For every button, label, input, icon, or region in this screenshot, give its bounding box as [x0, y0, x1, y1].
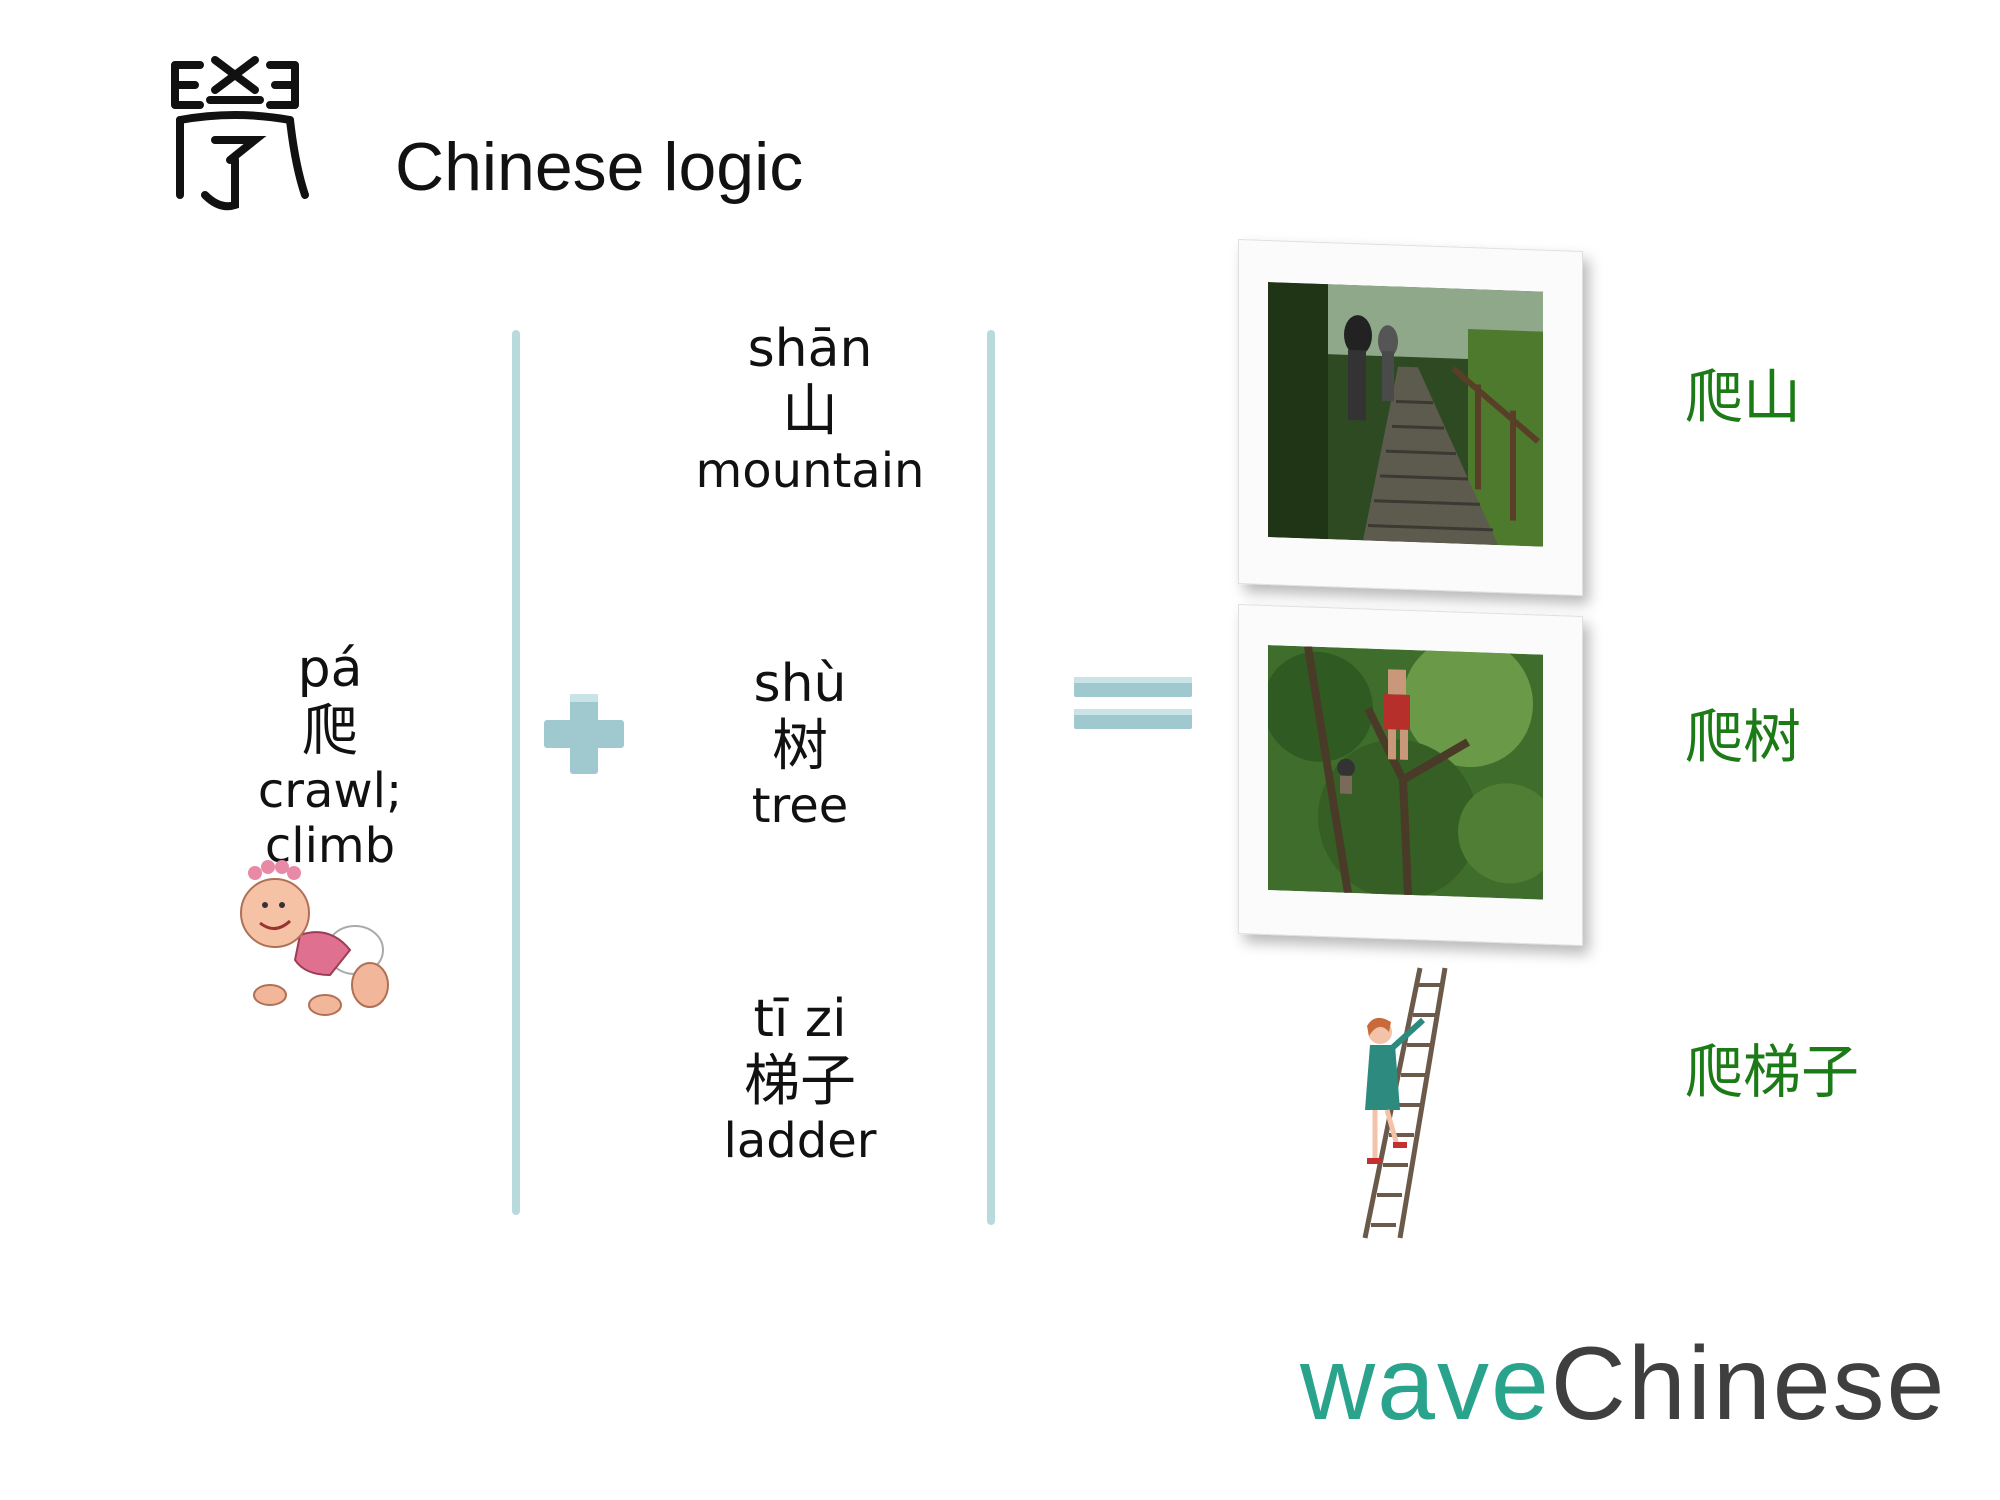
object-pinyin: tī zi [753, 989, 847, 1049]
object-hanzi: 树 [772, 713, 828, 779]
brand-wave: wave [1300, 1326, 1551, 1442]
base-english: crawl; climb [257, 763, 403, 875]
page-title: Chinese logic [395, 129, 804, 205]
base-pinyin: pá [297, 639, 363, 699]
equals-icon [1074, 677, 1192, 729]
result-climb-ladder: 爬梯子 [1685, 1038, 1860, 1106]
brand-chinese: Chinese [1550, 1326, 1947, 1442]
base-hanzi: 爬 [302, 698, 358, 764]
object-word-ladder: tī zi 梯子 ladder [660, 989, 940, 1170]
brand-logo: waveChinese [1300, 1325, 1946, 1444]
object-pinyin: shān [747, 319, 873, 379]
right-divider [987, 330, 995, 1225]
left-divider [512, 330, 520, 1215]
object-hanzi: 梯子 [744, 1048, 856, 1114]
mountain-climb-photo [1268, 282, 1543, 547]
plus-icon [544, 694, 624, 774]
seal-script-xue-icon [171, 56, 309, 211]
ladder-climber-icon [1362, 967, 1448, 1239]
crawling-baby-icon [240, 860, 389, 1016]
result-climb-mountain: 爬山 [1685, 363, 1802, 431]
result-climb-tree: 爬树 [1685, 703, 1802, 771]
photo-frame-mountain [1238, 238, 1583, 597]
object-english: mountain [695, 443, 925, 500]
object-pinyin: shù [753, 654, 847, 714]
base-word: pá 爬 crawl; climb [190, 639, 470, 875]
object-hanzi: 山 [782, 378, 838, 444]
object-word-mountain: shān 山 mountain [660, 319, 960, 500]
photo-frame-tree [1238, 603, 1583, 947]
object-english: ladder [723, 1113, 877, 1170]
object-word-tree: shù 树 tree [660, 654, 940, 835]
object-english: tree [751, 778, 849, 835]
tree-climb-photo [1268, 645, 1543, 900]
